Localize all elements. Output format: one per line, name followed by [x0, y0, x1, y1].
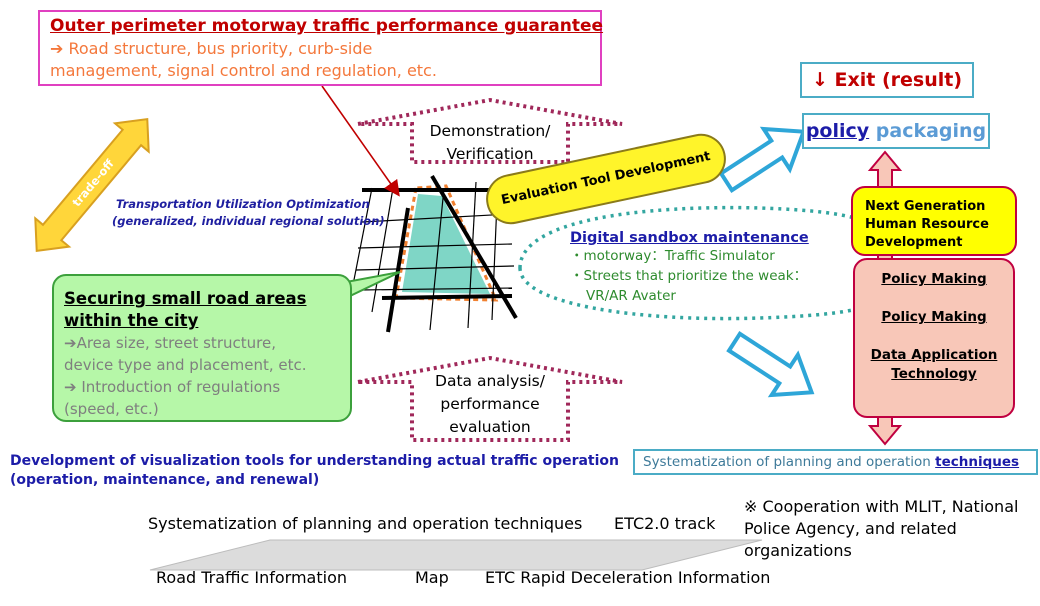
- optimization-line2: (generalized, individual regional soluti…: [112, 214, 385, 228]
- securing-title-1: Securing small road areas: [64, 289, 307, 308]
- pointer-arrow: [321, 85, 400, 197]
- data-analysis-line2: performance: [440, 395, 540, 413]
- securing-title-2: within the city: [64, 311, 199, 330]
- demonstration-line2: Verification: [446, 145, 534, 163]
- data-analysis-arrow: [357, 355, 623, 442]
- securing-body-2: device type and placement, etc.: [64, 356, 307, 374]
- next-gen-line1: Next Generation: [865, 199, 986, 214]
- policy-packaging-part2: packaging: [869, 120, 987, 142]
- exit-result-box: ↓ Exit (result): [800, 62, 974, 98]
- visualization-line1: Development of visualization tools for u…: [10, 453, 620, 469]
- data-application-line2: Technology: [891, 366, 977, 382]
- demonstration-line1: Demonstration/: [429, 122, 551, 140]
- policy-making-item-2: Policy Making: [881, 309, 987, 325]
- sandbox-section: Digital sandbox maintenance ・motorway：Tr…: [570, 230, 860, 306]
- data-platform-shape: [149, 539, 763, 571]
- sandbox-item-motorway: ・motorway：Traffic Simulator: [570, 248, 775, 264]
- outer-perimeter-line1: ➔ Road structure, bus priority, curb-sid…: [50, 39, 373, 58]
- policy-arrow-down: [726, 331, 815, 398]
- optimization-text: Transportation Utilization Optimization …: [112, 196, 392, 230]
- data-analysis-line3: evaluation: [449, 418, 531, 436]
- bottom-road-traffic: Road Traffic Information: [156, 568, 348, 587]
- outer-perimeter-line2: management, signal control and regulatio…: [50, 61, 437, 80]
- data-analysis-line1: Data analysis/: [435, 372, 545, 390]
- next-gen-line2: Human Resource: [865, 217, 989, 232]
- bottom-map: Map: [415, 568, 449, 587]
- next-generation-box: Next Generation Human Resource Developme…: [851, 186, 1017, 256]
- outer-perimeter-box: Outer perimeter motorway traffic perform…: [38, 10, 604, 86]
- sandbox-item-streets: ・Streets that prioritize the weak：: [570, 268, 808, 284]
- cooperation-line3: organizations: [744, 541, 852, 560]
- visualization-text: Development of visualization tools for u…: [10, 452, 630, 490]
- cooperation-line2: Police Agency, and related: [744, 519, 957, 538]
- cooperation-line1: ※ Cooperation with MLIT, National: [744, 497, 1019, 516]
- next-gen-line3: Development: [865, 235, 963, 250]
- securing-callout: Securing small road areas within the cit…: [52, 274, 352, 422]
- tradeoff-arrow: [34, 117, 150, 253]
- demonstration-label: Demonstration/ Verification: [412, 120, 568, 166]
- policy-arrow-up: [718, 126, 807, 193]
- cooperation-note: ※ Cooperation with MLIT, National Police…: [744, 496, 1038, 562]
- bottom-systematization: Systematization of planning and operatio…: [148, 514, 583, 533]
- sandbox-title: Digital sandbox maintenance: [570, 230, 809, 246]
- sandbox-item-vr: VR/AR Avater: [586, 288, 676, 304]
- policy-making-item-1: Policy Making: [881, 271, 987, 287]
- policy-packaging-box: policy packaging: [802, 113, 990, 149]
- bottom-etc-rapid: ETC Rapid Deceleration Information: [485, 568, 771, 587]
- data-analysis-label: Data analysis/ performance evaluation: [412, 370, 568, 439]
- outer-perimeter-title: Outer perimeter motorway traffic perform…: [50, 16, 604, 36]
- securing-body-3: ➔ Introduction of regulations: [64, 378, 281, 396]
- policy-packaging-part1: policy: [805, 120, 870, 142]
- sandbox-connector: [518, 205, 880, 321]
- policy-making-box: Policy Making Policy Making Data Applica…: [853, 258, 1015, 418]
- demonstration-arrow: [357, 97, 623, 164]
- optimization-line1: Transportation Utilization Optimization: [116, 197, 370, 211]
- systematization-prefix: Systematization of planning and operatio…: [643, 454, 936, 470]
- systematization-box: Systematization of planning and operatio…: [633, 449, 1038, 475]
- securing-body-1: ➔Area size, street structure,: [64, 334, 276, 352]
- road-grid: [351, 174, 518, 333]
- systematization-techniques: techniques: [935, 454, 1020, 470]
- securing-body-4: (speed, etc.): [64, 400, 159, 418]
- bottom-etc20: ETC2.0 track: [614, 514, 716, 533]
- visualization-line2: (operation, maintenance, and renewal): [10, 472, 320, 488]
- data-application-line1: Data Application: [870, 347, 998, 363]
